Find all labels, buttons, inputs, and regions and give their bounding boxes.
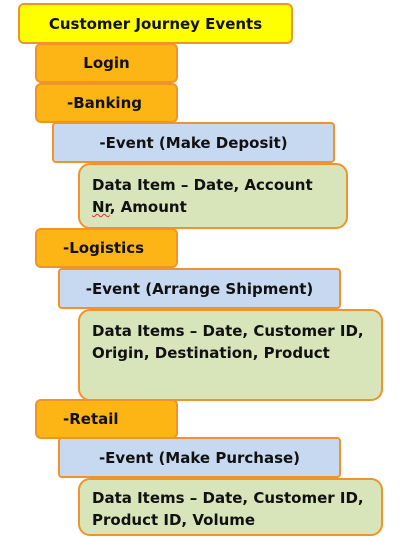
retail-event-node: -Event (Make Purchase): [58, 437, 341, 478]
logistics-data-node: Data Items – Date, Customer ID, Origin, …: [78, 309, 383, 401]
banking-data-node: Data Item – Date, Account Nr, Amount: [78, 163, 348, 229]
root-node: Customer Journey Events: [18, 3, 293, 44]
retail-data-node: Data Items – Date, Customer ID, Product …: [78, 478, 383, 536]
banking-data-line1: Data Item – Date, Account: [92, 176, 313, 194]
retail-label: -Retail: [63, 410, 119, 428]
banking-data-rest: , Amount: [109, 198, 187, 216]
banking-data-nr: Nr: [92, 198, 110, 216]
retail-data-text: Data Items – Date, Customer ID, Product …: [92, 489, 364, 529]
banking-data-line2: Nr, Amount: [92, 196, 334, 218]
retail-event-label: -Event (Make Purchase): [98, 448, 301, 467]
root-label: Customer Journey Events: [48, 14, 263, 33]
logistics-event-node: -Event (Arrange Shipment): [58, 268, 341, 309]
logistics-node: -Logistics: [35, 228, 178, 268]
banking-event-label: -Event (Make Deposit): [99, 133, 288, 152]
banking-event-node: -Event (Make Deposit): [52, 122, 335, 163]
login-label: Login: [83, 54, 130, 72]
banking-node: -Banking: [35, 83, 178, 123]
logistics-event-label: -Event (Arrange Shipment): [85, 279, 314, 298]
retail-node: -Retail: [35, 399, 178, 439]
logistics-data-text: Data Items – Date, Customer ID, Origin, …: [92, 322, 364, 362]
logistics-label: -Logistics: [63, 239, 145, 257]
banking-label: -Banking: [67, 94, 142, 112]
login-node: Login: [35, 43, 178, 83]
